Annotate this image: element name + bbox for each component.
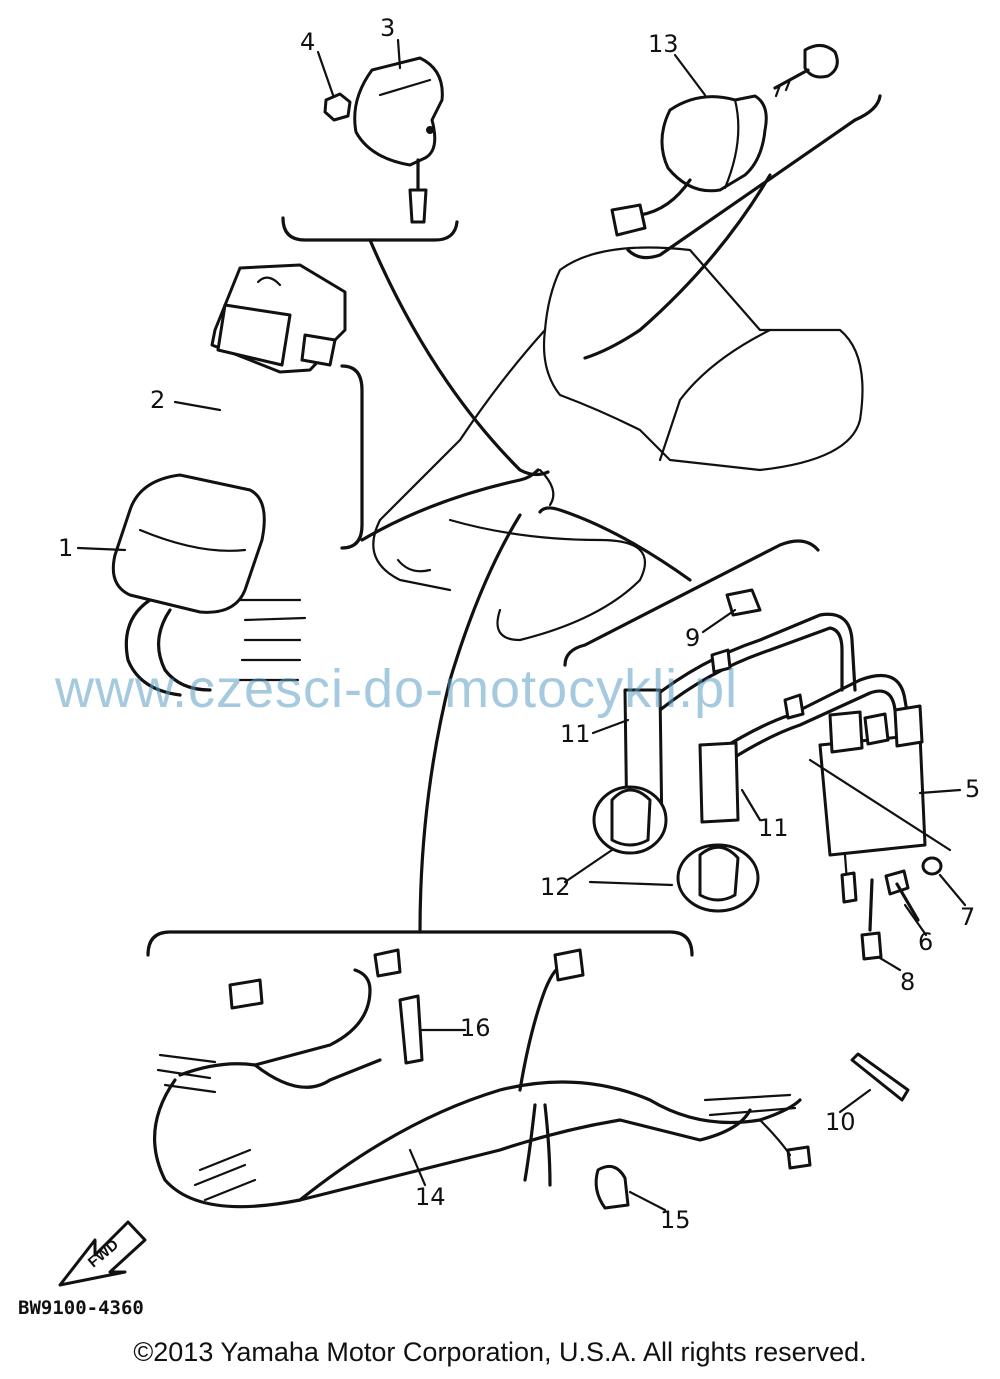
part-8-connector xyxy=(860,878,883,961)
callout-6: 6 xyxy=(918,928,933,956)
callout-3: 3 xyxy=(380,14,395,42)
part-7-washer xyxy=(921,856,943,876)
part-1-rectifier xyxy=(111,473,307,697)
callout-2: 2 xyxy=(150,386,165,414)
part-5-ignition-coil xyxy=(808,704,952,904)
part-3-regulator xyxy=(353,56,444,224)
callout-8: 8 xyxy=(900,968,915,996)
callout-12: 12 xyxy=(540,873,571,901)
bracket-top-right xyxy=(583,94,882,360)
callout-10: 10 xyxy=(825,1108,856,1136)
bracket-bottom xyxy=(146,513,694,957)
forward-arrow-icon: FWD xyxy=(58,1220,147,1287)
part-6-bolt xyxy=(884,869,920,922)
callout-11-right: 11 xyxy=(758,814,789,842)
frame-seat-outline xyxy=(372,246,864,642)
watermark: www.czesci-do-motocykli.pl xyxy=(54,659,738,719)
callout-14: 14 xyxy=(415,1183,446,1211)
part-15-clamp xyxy=(594,1164,630,1210)
callout-13: 13 xyxy=(648,30,679,58)
callout-11-left: 11 xyxy=(560,720,591,748)
part-12-seals xyxy=(592,785,760,913)
part-2-cdi-unit xyxy=(210,263,347,374)
callout-15: 15 xyxy=(660,1206,691,1234)
part-16-band xyxy=(398,994,424,1065)
callout-9: 9 xyxy=(685,624,700,652)
part-4-nut xyxy=(323,92,352,122)
ignition-key xyxy=(773,44,839,98)
bracket-right xyxy=(538,506,820,667)
copyright-notice: ©2013 Yamaha Motor Corporation, U.S.A. A… xyxy=(133,1337,867,1367)
callout-7: 7 xyxy=(960,903,975,931)
part-13-main-switch xyxy=(610,94,768,237)
part-code: BW9100-4360 xyxy=(18,1297,144,1319)
callout-1: 1 xyxy=(58,534,73,562)
callout-5: 5 xyxy=(965,775,980,803)
leader-lines xyxy=(76,38,967,1212)
part-9-cap xyxy=(725,588,762,617)
callout-4: 4 xyxy=(300,28,315,56)
bracket-left xyxy=(340,364,540,550)
callout-16: 16 xyxy=(460,1014,491,1042)
part-10-cable-tie xyxy=(850,1052,910,1102)
part-14-wire-harness xyxy=(153,948,812,1209)
